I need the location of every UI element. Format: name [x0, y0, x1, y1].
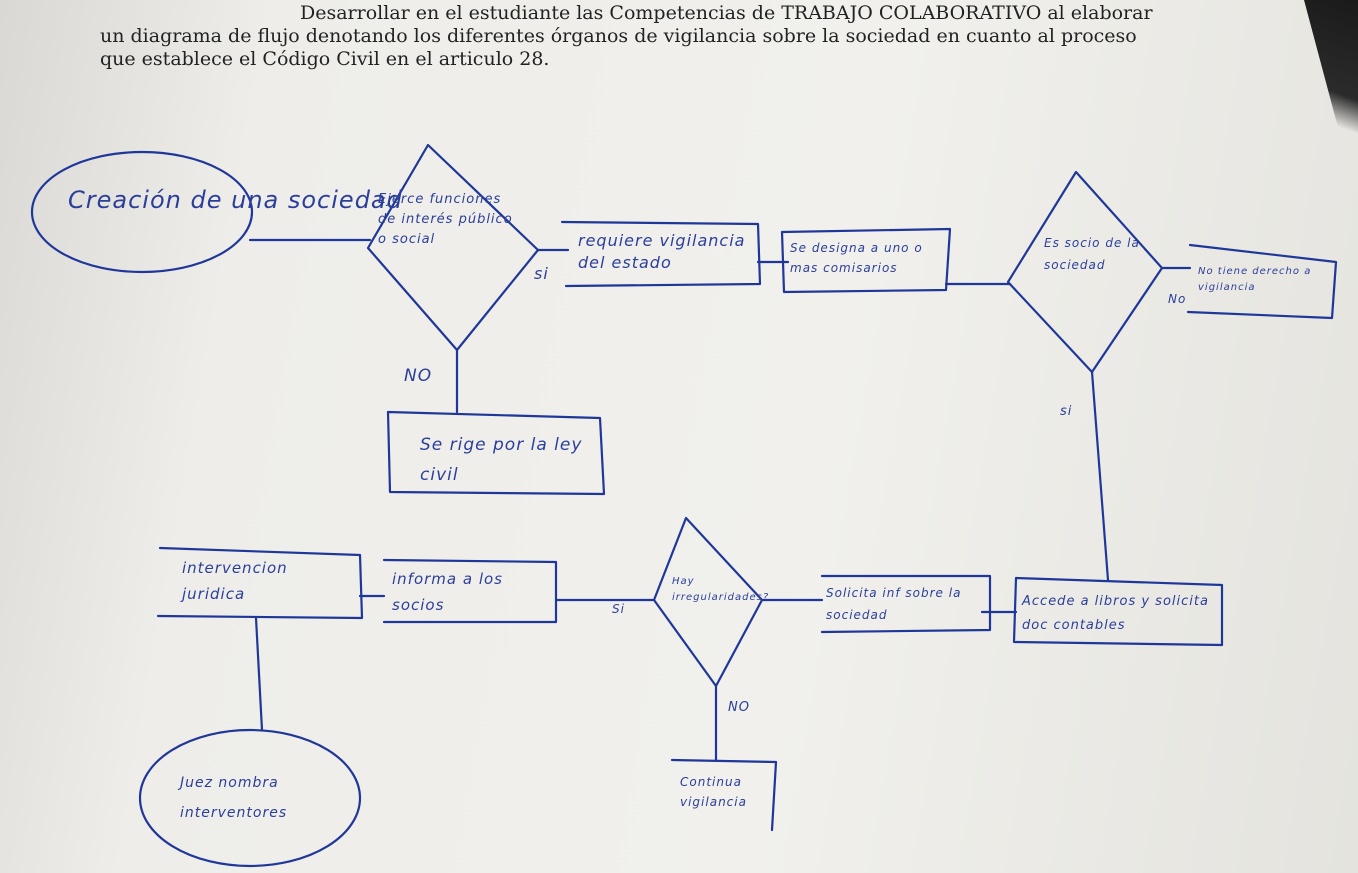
irregular-label: Hay irregularidades? — [672, 576, 770, 603]
header-line-3: que establece el Código Civil en el arti… — [100, 48, 550, 70]
header-line-2: un diagrama de flujo denotando los difer… — [100, 25, 1137, 47]
box-civil-law — [386, 410, 606, 496]
box-access-books — [1012, 576, 1224, 647]
box-no-right — [1186, 243, 1338, 320]
state-label: requiere vigilancia del estado — [578, 231, 746, 272]
box-continue — [670, 758, 778, 832]
judicial-label: intervencion juridica — [182, 559, 288, 603]
yes-partner-label: si — [1060, 404, 1073, 419]
no-partner-label: No — [1168, 292, 1187, 306]
box-commissioners — [780, 227, 952, 294]
end-label: Juez nombra interventores — [180, 775, 288, 821]
box-request-info — [820, 574, 992, 634]
connector-yes-partner — [1090, 370, 1110, 582]
civil-law-label: Se rige por la ley civil — [420, 435, 583, 485]
decision1-label: Ejerce funciones de interés público o so… — [378, 192, 513, 247]
inform-label: informa a los socios — [392, 570, 503, 614]
start-oval — [30, 150, 254, 274]
no1-label: NO — [404, 366, 433, 386]
box-state-vigilance — [560, 220, 762, 288]
assignment-header: Desarrollar en el estudiante las Compete… — [100, 2, 1280, 71]
box-judicial — [156, 546, 364, 620]
access-books-label: Accede a libros y solicita doc contables — [1022, 594, 1209, 633]
yes1-label: si — [534, 264, 549, 283]
partner-label: Es socio de la sociedad — [1044, 236, 1140, 272]
start-label-1: Creación de una sociedad — [68, 186, 403, 214]
continue-label: Continua vigilancia — [680, 775, 747, 809]
no-irregular-label: NO — [728, 700, 750, 715]
commissioners-label: Se designa a uno o mas comisarios — [790, 241, 923, 275]
request-info-label: Solicita inf sobre la sociedad — [826, 586, 962, 622]
yes-irregular-label: Si — [612, 602, 625, 616]
header-line-1: Desarrollar en el estudiante las Compete… — [300, 2, 1153, 24]
no-right-label: No tiene derecho a vigilancia — [1198, 266, 1312, 293]
connector-judicial-end — [254, 616, 264, 732]
end-oval — [138, 728, 362, 868]
box-inform-partners — [382, 558, 558, 624]
